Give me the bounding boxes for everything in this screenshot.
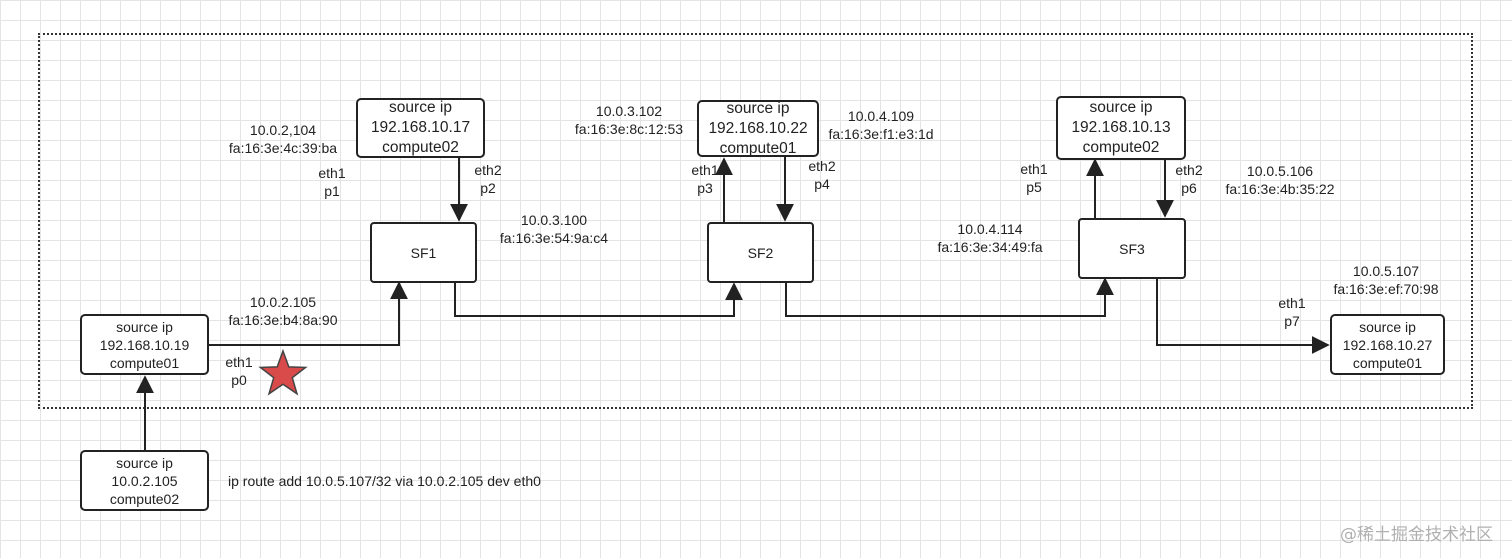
port-name: p1 — [324, 183, 340, 199]
edge-sf3-to-destination — [1156, 277, 1330, 354]
node-line-1: source ip — [389, 99, 452, 116]
node-line-2: 10.0.2.105 — [111, 472, 178, 489]
p0-address-label: 10.0.2.105 fa:16:3e:b4:8a:90 — [218, 293, 348, 329]
ip-address: 10.0.4.114 — [957, 221, 1023, 237]
sf3-eth2-port-label: eth2 p6 — [1169, 161, 1209, 197]
interface-name: eth2 — [474, 162, 502, 178]
mac-address: fa:16:3e:4b:35:22 — [1225, 181, 1335, 197]
sf2-eth2-port-label: eth2 p4 — [802, 157, 842, 193]
ip-address: 10.0.5.107 — [1352, 263, 1420, 279]
mac-address: fa:16:3e:8c:12:53 — [574, 121, 684, 137]
node-line-2: 192.168.10.13 — [1071, 119, 1171, 136]
p7-address-label: 10.0.5.107 fa:16:3e:ef:70:98 — [1319, 262, 1453, 298]
edge-left-source-to-sf1 — [209, 281, 408, 346]
node-line-2: 192.168.10.22 — [708, 119, 808, 137]
port-name: p2 — [480, 180, 496, 196]
node-source-192-168-10-19: source ip 192.168.10.19 compute01 — [80, 314, 209, 375]
sf1-eth1-address-label: 10.0.2,104 fa:16:3e:4c:39:ba — [218, 121, 348, 157]
ip-address: 10.0.5.106 — [1246, 163, 1314, 179]
interface-name: eth1 — [1278, 295, 1306, 311]
p0-port-label: eth1 p0 — [219, 353, 259, 389]
edge-sf1-to-sf2 — [454, 282, 743, 317]
p7-port-label: eth1 p7 — [1272, 294, 1312, 330]
node-source-192-168-10-17: source ip 192.168.10.17 compute02 — [356, 98, 485, 158]
node-source-192-168-10-13: source ip 192.168.10.13 compute02 — [1056, 96, 1186, 160]
dotted-boundary — [38, 33, 1473, 409]
service-function-sf3: SF3 — [1078, 218, 1186, 279]
port-name: p3 — [697, 180, 713, 196]
node-line-3: compute02 — [1082, 139, 1160, 156]
mac-address: fa:16:3e:b4:8a:90 — [228, 312, 338, 328]
watermark: @稀土掘金技术社区 — [1340, 525, 1493, 545]
sf1-outbound-address-label: 10.0.3.100 fa:16:3e:54:9a:c4 — [489, 211, 619, 247]
service-function-sf1: SF1 — [370, 222, 477, 283]
node-source-192-168-10-27: source ip 192.168.10.27 compute01 — [1330, 314, 1445, 375]
ip-address: 10.0.3.100 — [520, 212, 588, 228]
node-line-1: source ip — [1359, 318, 1416, 335]
interface-name: eth1 — [318, 165, 346, 181]
edge-sf2-to-sf3 — [785, 277, 1114, 317]
sf2-eth2-address-label: 10.0.4.109 fa:16:3e:f1:e3:1d — [816, 107, 946, 143]
mac-address: fa:16:3e:4c:39:ba — [228, 140, 338, 156]
node-line-2: 192.168.10.17 — [370, 119, 471, 136]
port-name: p0 — [231, 372, 247, 388]
node-line-3: compute02 — [109, 490, 180, 507]
interface-name: eth1 — [1020, 161, 1048, 177]
interface-name: eth2 — [1175, 162, 1203, 178]
sf3-eth2-address-label: 10.0.5.106 fa:16:3e:4b:35:22 — [1213, 162, 1347, 198]
service-function-sf2: SF2 — [707, 222, 814, 283]
sf1-eth2-port-label: eth2 p2 — [468, 161, 508, 197]
star-icon — [258, 348, 308, 396]
node-source-10-0-2-105: source ip 10.0.2.105 compute02 — [80, 450, 209, 511]
ip-address: 10.0.3.102 — [595, 103, 663, 119]
sf3-inbound-address-label: 10.0.4.114 fa:16:3e:34:49:fa — [923, 220, 1057, 256]
node-line-1: source ip — [116, 454, 173, 471]
sf1-eth1-port-label: eth1 p1 — [312, 164, 352, 200]
node-line-3: compute01 — [719, 139, 797, 157]
ip-address: 10.0.2,104 — [249, 122, 317, 138]
node-line-1: source ip — [1089, 99, 1153, 116]
ip-address: 10.0.2.105 — [249, 294, 317, 310]
node-line-1: source ip — [116, 318, 173, 335]
node-line-2: 192.168.10.27 — [1342, 336, 1433, 353]
mac-address: fa:16:3e:ef:70:98 — [1333, 281, 1439, 297]
port-name: p6 — [1181, 180, 1197, 196]
node-source-192-168-10-22: source ip 192.168.10.22 compute01 — [697, 100, 819, 157]
sf3-eth1-port-label: eth1 p5 — [1014, 160, 1054, 196]
mac-address: fa:16:3e:f1:e3:1d — [828, 126, 934, 142]
sf2-eth1-port-label: eth1 p3 — [685, 161, 725, 197]
ip-address: 10.0.4.109 — [847, 108, 915, 124]
node-line-3: compute02 — [382, 139, 459, 156]
sf2-eth1-address-label: 10.0.3.102 fa:16:3e:8c:12:53 — [564, 102, 694, 138]
mac-address: fa:16:3e:54:9a:c4 — [499, 230, 609, 246]
route-command-text: ip route add 10.0.5.107/32 via 10.0.2.10… — [228, 473, 541, 489]
node-line-3: compute01 — [109, 354, 180, 371]
mac-address: fa:16:3e:34:49:fa — [937, 239, 1043, 255]
port-name: p4 — [814, 176, 830, 192]
node-line-1: source ip — [726, 99, 790, 117]
interface-name: eth1 — [691, 162, 719, 178]
port-name: p7 — [1284, 313, 1300, 329]
interface-name: eth2 — [808, 158, 836, 174]
node-line-2: 192.168.10.19 — [99, 336, 190, 353]
interface-name: eth1 — [225, 354, 253, 370]
node-line-3: compute01 — [1352, 354, 1423, 371]
port-name: p5 — [1026, 179, 1042, 195]
